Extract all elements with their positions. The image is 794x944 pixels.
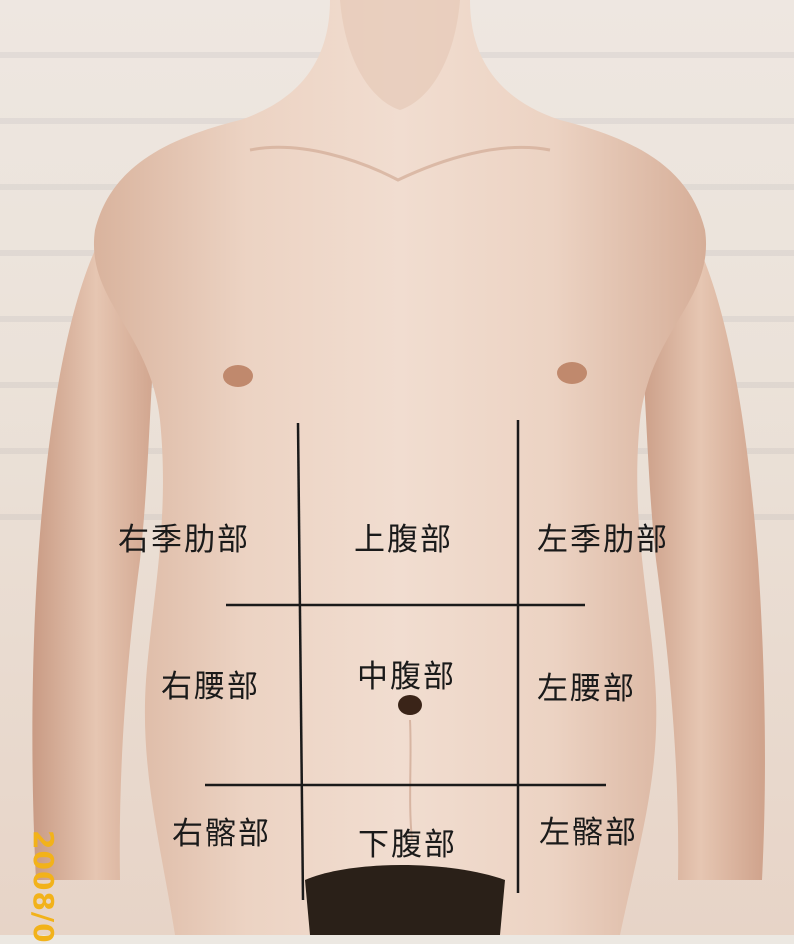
neck-shadow	[340, 0, 460, 110]
left-nipple	[557, 362, 587, 384]
vertical-line-right	[296, 422, 305, 901]
pubic-region	[305, 865, 505, 935]
label-epigastric: 上腹部	[354, 522, 453, 558]
label-left-lumbar: 左腰部	[537, 671, 636, 707]
left-arm	[636, 250, 765, 880]
collarbone	[249, 145, 551, 182]
torso	[93, 0, 707, 935]
navel	[398, 695, 422, 715]
linea	[409, 719, 413, 841]
right-arm	[32, 250, 160, 880]
label-hypogastric: 下腹部	[358, 827, 457, 863]
label-left-iliac: 左髂部	[539, 815, 638, 851]
region-grid	[205, 420, 606, 901]
label-right-iliac: 右髂部	[172, 816, 271, 852]
date-stamp: 2008/0	[27, 830, 60, 944]
label-left-hypochondriac: 左季肋部	[537, 522, 669, 558]
right-nipple	[223, 365, 253, 387]
label-umbilical: 中腹部	[357, 659, 456, 695]
label-right-lumbar: 右腰部	[161, 669, 260, 705]
label-right-hypochondriac: 右季肋部	[118, 522, 250, 558]
